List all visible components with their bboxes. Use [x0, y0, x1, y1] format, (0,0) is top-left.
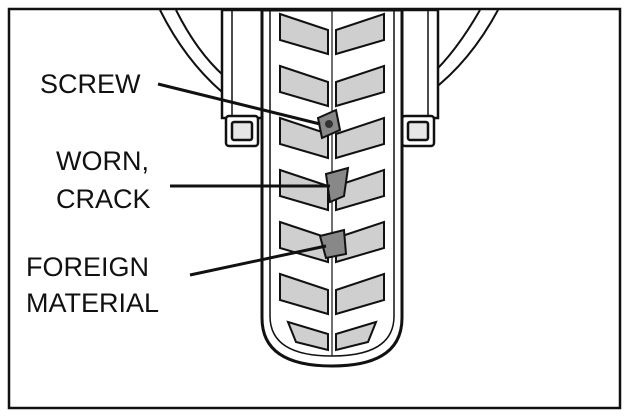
left-fork-leg [220, 8, 264, 148]
screw-label: SCREW [40, 69, 141, 99]
foreign-label: FOREIGN [26, 252, 149, 282]
leader-lines [157, 82, 330, 277]
fender [159, 9, 499, 93]
screw-leader-line [157, 82, 321, 126]
material-label: MATERIAL [26, 288, 159, 318]
crack-mark [324, 166, 350, 204]
crack-label: CRACK [56, 184, 151, 214]
screw-mark [316, 108, 342, 140]
foreign-material-mark [318, 228, 348, 260]
foreign-material-leader-line [189, 244, 327, 277]
worn-label: WORN, [56, 146, 149, 176]
tread-pattern [279, 12, 385, 352]
right-fork-leg [396, 8, 440, 148]
